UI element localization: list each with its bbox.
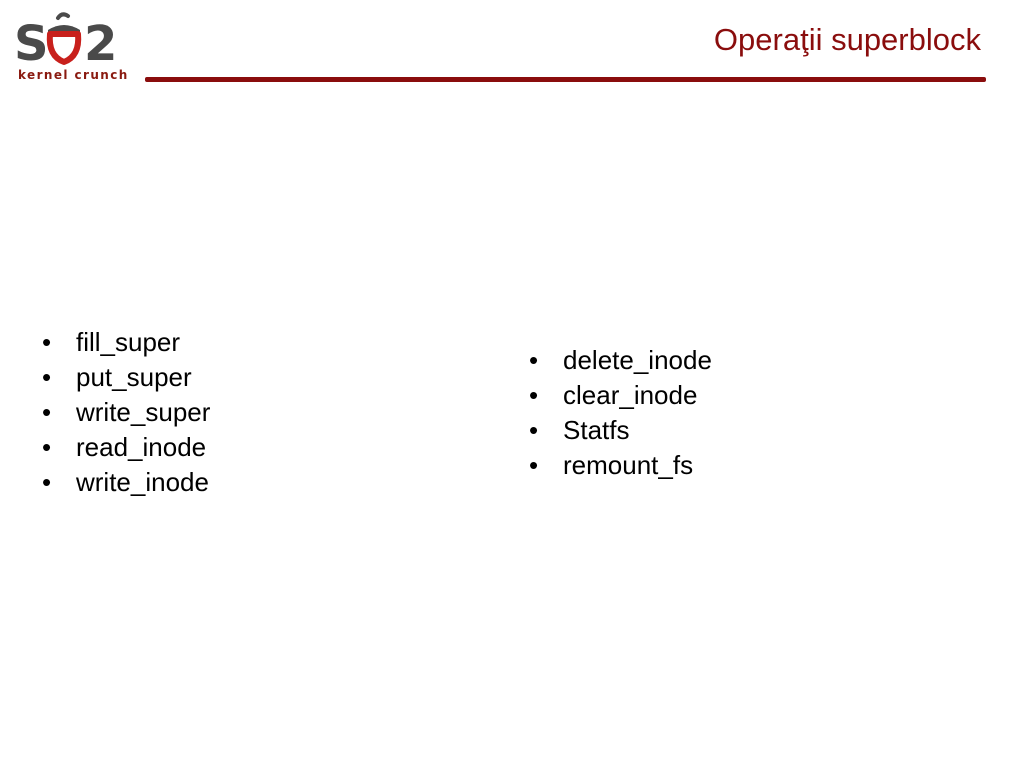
list-item: write_super	[42, 395, 210, 430]
list-item: put_super	[42, 360, 210, 395]
so2-logo: S 2 kernel crunch	[14, 12, 134, 86]
list-item: Statfs	[529, 413, 712, 448]
svg-text:S: S	[14, 16, 49, 68]
title-divider	[145, 77, 986, 82]
so2-logo-mark: S 2	[14, 12, 117, 68]
list-item: delete_inode	[529, 343, 712, 378]
logo-tagline: kernel crunch	[18, 68, 129, 82]
svg-text:2: 2	[84, 16, 117, 68]
slide-title: Operaţii superblock	[713, 22, 981, 57]
left-bullet-list: fill_super put_super write_super read_in…	[42, 325, 210, 500]
list-item: write_inode	[42, 465, 210, 500]
list-item: fill_super	[42, 325, 210, 360]
list-item: remount_fs	[529, 448, 712, 483]
list-item: clear_inode	[529, 378, 712, 413]
right-bullet-list: delete_inode clear_inode Statfs remount_…	[529, 343, 712, 483]
list-item: read_inode	[42, 430, 210, 465]
